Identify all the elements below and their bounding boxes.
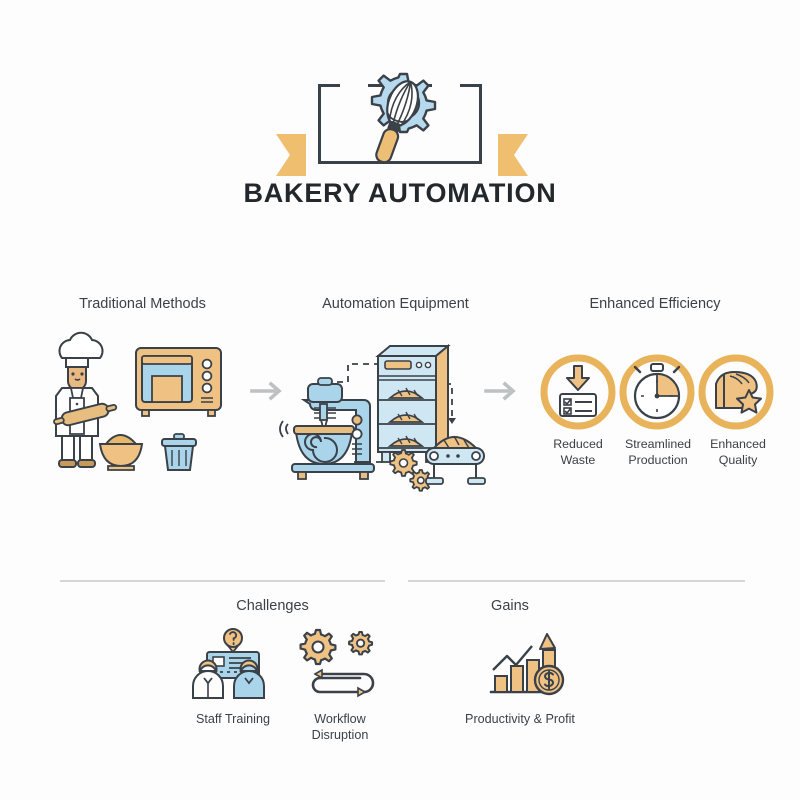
emblem-wrapper — [0, 28, 800, 176]
workflow-disruption-icon — [299, 628, 375, 698]
rack-oven-icon — [375, 343, 451, 463]
ribbon-tail-right-icon — [484, 134, 528, 176]
efficiency-label-reduced-waste: Reduced Waste — [538, 436, 618, 468]
efficiency-label-enhanced-quality: Enhanced Quality — [698, 436, 778, 468]
chef-figure — [53, 331, 118, 468]
challenge-item-workflow-disruption: Workflow Disruption — [290, 628, 390, 743]
efficiency-label-line1: Reduced — [553, 437, 603, 451]
efficiency-circles-illustration — [538, 352, 778, 437]
divider-challenges — [60, 580, 385, 582]
challenge-caption-staff-training: Staff Training — [196, 712, 270, 726]
download-checklist-icon — [540, 354, 616, 430]
challenge-item-staff-training: Staff Training — [178, 628, 288, 727]
staff-training-icon — [192, 628, 265, 699]
efficiency-label-line2: Quality — [718, 453, 758, 467]
column-heading-traditional: Traditional Methods — [79, 296, 206, 312]
efficiency-label-line1: Streamlined — [624, 437, 692, 451]
challenge-caption-workflow-disruption: Workflow Disruption — [290, 711, 390, 743]
page-title: BAKERY AUTOMATION — [243, 178, 557, 208]
gains-caption-productivity-profit: Productivity & Profit — [465, 712, 575, 726]
stand-mixer-icon — [279, 377, 375, 480]
process-row: Traditional Methods Automation Equipment… — [0, 296, 800, 506]
conveyor-icon — [425, 435, 486, 485]
gears-icon — [389, 449, 433, 492]
stopwatch-icon — [619, 354, 695, 430]
column-heading-automation: Automation Equipment — [322, 296, 469, 312]
growth-chart-dollar-icon — [489, 633, 565, 696]
bread-star-icon — [698, 354, 774, 430]
frame-gap-left — [340, 82, 368, 89]
caption-line1: Workflow — [314, 712, 366, 726]
efficiency-label-line2: Waste — [560, 453, 596, 467]
dough-bowl-icon — [98, 434, 144, 471]
bottom-section: Challenges Gains — [0, 570, 800, 780]
section-title-challenges: Challenges — [236, 598, 309, 614]
mixer-rack-conveyor-illustration — [279, 328, 486, 503]
baker-oven-bowl-trash-illustration — [42, 331, 242, 487]
arrow-automation-to-efficiency — [484, 380, 520, 407]
ribbon-tail-left-icon — [276, 134, 320, 176]
efficiency-labels: Reduced Waste Streamlined Production Enh… — [538, 436, 778, 468]
divider-gains — [408, 580, 745, 582]
gear-whisk-icon — [344, 68, 456, 164]
caption-line2: Disruption — [311, 728, 369, 742]
efficiency-label-line2: Production — [628, 453, 688, 467]
frame-gap-right — [432, 82, 460, 89]
gains-item-productivity-profit: Productivity & Profit — [440, 628, 600, 727]
header-section: BAKERY AUTOMATION — [0, 28, 800, 208]
arrow-traditional-to-automation — [250, 380, 286, 407]
efficiency-label-streamlined-production: Streamlined Production — [618, 436, 698, 468]
oven-icon — [135, 347, 222, 417]
trash-bin-icon — [161, 433, 197, 471]
column-heading-efficiency: Enhanced Efficiency — [589, 296, 721, 312]
section-title-gains: Gains — [491, 598, 529, 614]
efficiency-label-line1: Enhanced — [710, 437, 766, 451]
